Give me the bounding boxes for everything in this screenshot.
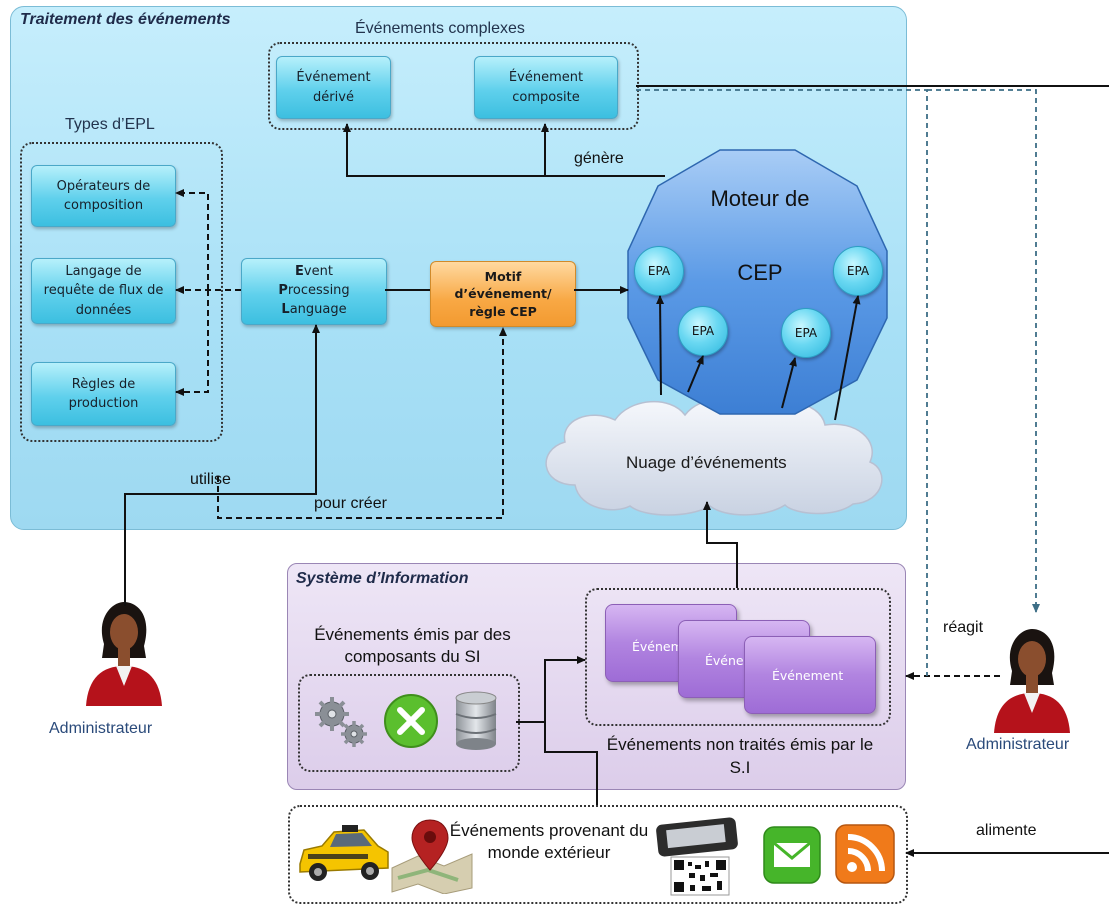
event-processing-language-box: Event Processing Language bbox=[241, 258, 387, 325]
taxi-icon bbox=[299, 825, 389, 881]
admin-right-label: Administrateur bbox=[966, 736, 1070, 753]
composite-event-label: Événement composite bbox=[508, 70, 584, 105]
database-icon bbox=[455, 691, 497, 750]
uses-label: utilise bbox=[190, 471, 231, 488]
feeds-label: alimente bbox=[976, 822, 1037, 839]
event-card-3-label: Événement bbox=[772, 668, 844, 683]
admin-person-icon bbox=[994, 629, 1070, 733]
epl-types-title: Types d’EPL bbox=[65, 116, 155, 133]
to-create-label: pour créer bbox=[314, 495, 387, 512]
derived-event-label: Événement dérivé bbox=[296, 70, 371, 105]
admin-left-label: Administrateur bbox=[49, 720, 153, 737]
generates-label: génère bbox=[574, 150, 624, 167]
event-pattern-rule-box: Motif d’événement/ règle CEP bbox=[430, 261, 576, 327]
gears-icon bbox=[315, 697, 367, 747]
stream-query-language-label: Langage de requête de flux de données bbox=[43, 263, 164, 318]
event-cloud-label: Nuage d’événements bbox=[626, 453, 787, 472]
epl-word-2: rocessing bbox=[287, 283, 350, 299]
epl-letter-e: E bbox=[295, 264, 304, 280]
composite-event-box: Événement composite bbox=[474, 56, 618, 119]
map-pin-icon bbox=[391, 819, 473, 894]
epl-letter-p: P bbox=[278, 283, 288, 299]
stream-query-language-box: Langage de requête de flux de données bbox=[31, 258, 176, 324]
epl-word-1: vent bbox=[303, 264, 333, 280]
production-rules-box: Règles de production bbox=[31, 362, 176, 426]
mail-icon bbox=[763, 826, 821, 884]
epa-agent-1: EPA bbox=[634, 246, 684, 296]
event-pattern-rule-label: Motif d’événement/ règle CEP bbox=[454, 268, 552, 319]
unprocessed-events-label: Événements non traités émis par le S.I bbox=[606, 735, 874, 777]
tools-icon bbox=[384, 694, 438, 748]
complex-events-title: Événements complexes bbox=[355, 20, 525, 37]
rss-icon bbox=[835, 824, 895, 884]
epa-agent-4: EPA bbox=[833, 246, 883, 296]
derived-event-box: Événement dérivé bbox=[276, 56, 391, 119]
admin-person-icon bbox=[86, 602, 162, 706]
qr-phone-icon bbox=[656, 817, 738, 896]
composition-operators-box: Opérateurs de composition bbox=[31, 165, 176, 227]
reacts-label: réagit bbox=[943, 619, 984, 636]
epa-agent-3: EPA bbox=[781, 308, 831, 358]
si-components-group bbox=[298, 674, 520, 772]
epl-letter-l: L bbox=[281, 301, 290, 317]
si-panel-title: Système d’Information bbox=[296, 570, 469, 587]
epl-word-3: anguage bbox=[289, 301, 347, 317]
cep-engine-title: Moteur de bbox=[710, 186, 810, 211]
si-emitted-label: Événements émis par des composants du SI bbox=[314, 625, 511, 667]
production-rules-label: Règles de production bbox=[68, 376, 139, 412]
external-events-label: Événements provenant du monde extérieur bbox=[449, 821, 649, 863]
processing-panel-title: Traitement des événements bbox=[20, 11, 231, 28]
epl-types-group bbox=[20, 142, 223, 442]
composition-operators-label: Opérateurs de composition bbox=[56, 178, 151, 214]
epa-agent-2: EPA bbox=[678, 306, 728, 356]
event-card-3: Événement bbox=[744, 636, 876, 714]
cep-engine-title-2: CEP bbox=[737, 260, 783, 285]
